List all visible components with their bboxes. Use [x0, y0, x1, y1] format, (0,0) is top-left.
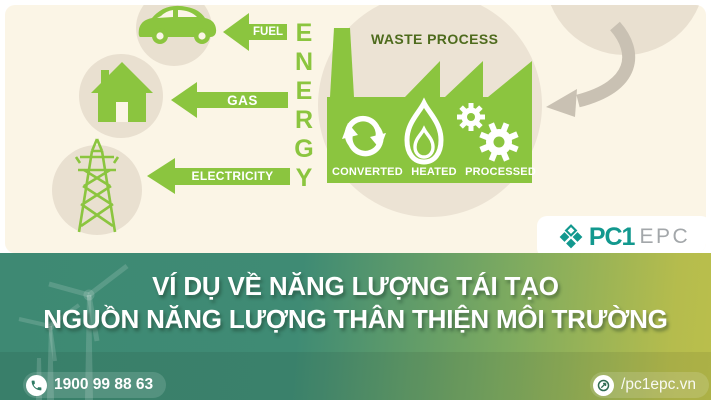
website-url: /pc1epc.vn — [621, 376, 696, 393]
energy-letter: Y — [295, 164, 313, 192]
logo-suffix-text: EPC — [639, 225, 691, 248]
phone-contact-pill[interactable]: 1900 99 88 63 — [23, 372, 167, 398]
website-icon — [593, 374, 615, 396]
electricity-arrow: ELECTRICITY — [147, 158, 290, 194]
curved-arrow-icon — [546, 21, 636, 117]
energy-vertical-label: E N E R G Y — [287, 19, 321, 192]
energy-letter: G — [294, 135, 314, 163]
diagram-illustration — [74, 5, 636, 233]
logo-brand-text: PC1 — [588, 222, 636, 251]
recycle-icon — [342, 115, 386, 157]
energy-letter: E — [295, 19, 313, 47]
flame-icon — [404, 97, 444, 165]
fuel-arrow: FUEL — [223, 13, 287, 51]
wind-turbines-icon — [18, 264, 129, 400]
gas-arrow: GAS — [171, 82, 288, 118]
banner-title: VÍ DỤ VỀ NĂNG LƯỢNG TÁI TẠO NGUỒN NĂNG L… — [0, 270, 711, 336]
electricity-arrowhead-icon — [147, 158, 175, 194]
website-pill[interactable]: /pc1epc.vn — [590, 372, 709, 398]
house-icon — [91, 62, 153, 122]
diagram-panel: FUEL GAS ELECTRICITY E N E R G Y WASTE P… — [5, 5, 706, 253]
banner-title-line2: NGUỒN NĂNG LƯỢNG THÂN THIỆN MÔI TRƯỜNG — [43, 304, 668, 334]
heated-label: HEATED — [411, 166, 457, 178]
energy-letter: N — [294, 48, 314, 76]
waste-process-title: WASTE PROCESS — [371, 31, 499, 47]
phone-number: 1900 99 88 63 — [54, 376, 154, 393]
electricity-label: ELECTRICITY — [175, 167, 290, 185]
energy-letter: E — [295, 77, 313, 105]
footer-band — [0, 352, 711, 400]
converted-label: CONVERTED — [332, 166, 403, 178]
pc1-diamond-icon — [559, 224, 583, 249]
title-banner: VÍ DỤ VỀ NĂNG LƯỢNG TÁI TẠO NGUỒN NĂNG L… — [0, 253, 711, 400]
fuel-arrowhead-icon — [223, 13, 249, 51]
banner-title-line1: VÍ DỤ VỀ NĂNG LƯỢNG TÁI TẠO — [152, 271, 559, 301]
gas-label: GAS — [197, 92, 288, 108]
car-icon — [138, 5, 217, 44]
fuel-label: FUEL — [249, 24, 287, 40]
gears-icon — [457, 103, 519, 162]
phone-icon — [26, 374, 47, 396]
gas-arrowhead-icon — [171, 82, 197, 118]
pc1-epc-logo: PC1 EPC — [537, 216, 706, 253]
power-tower-icon — [74, 138, 120, 233]
energy-letter: R — [294, 106, 314, 134]
processed-label: PROCESSED — [465, 166, 536, 178]
factory-icon — [327, 28, 532, 183]
process-steps-labels: CONVERTED HEATED PROCESSED — [329, 166, 539, 178]
tower-circle-background — [52, 145, 142, 235]
